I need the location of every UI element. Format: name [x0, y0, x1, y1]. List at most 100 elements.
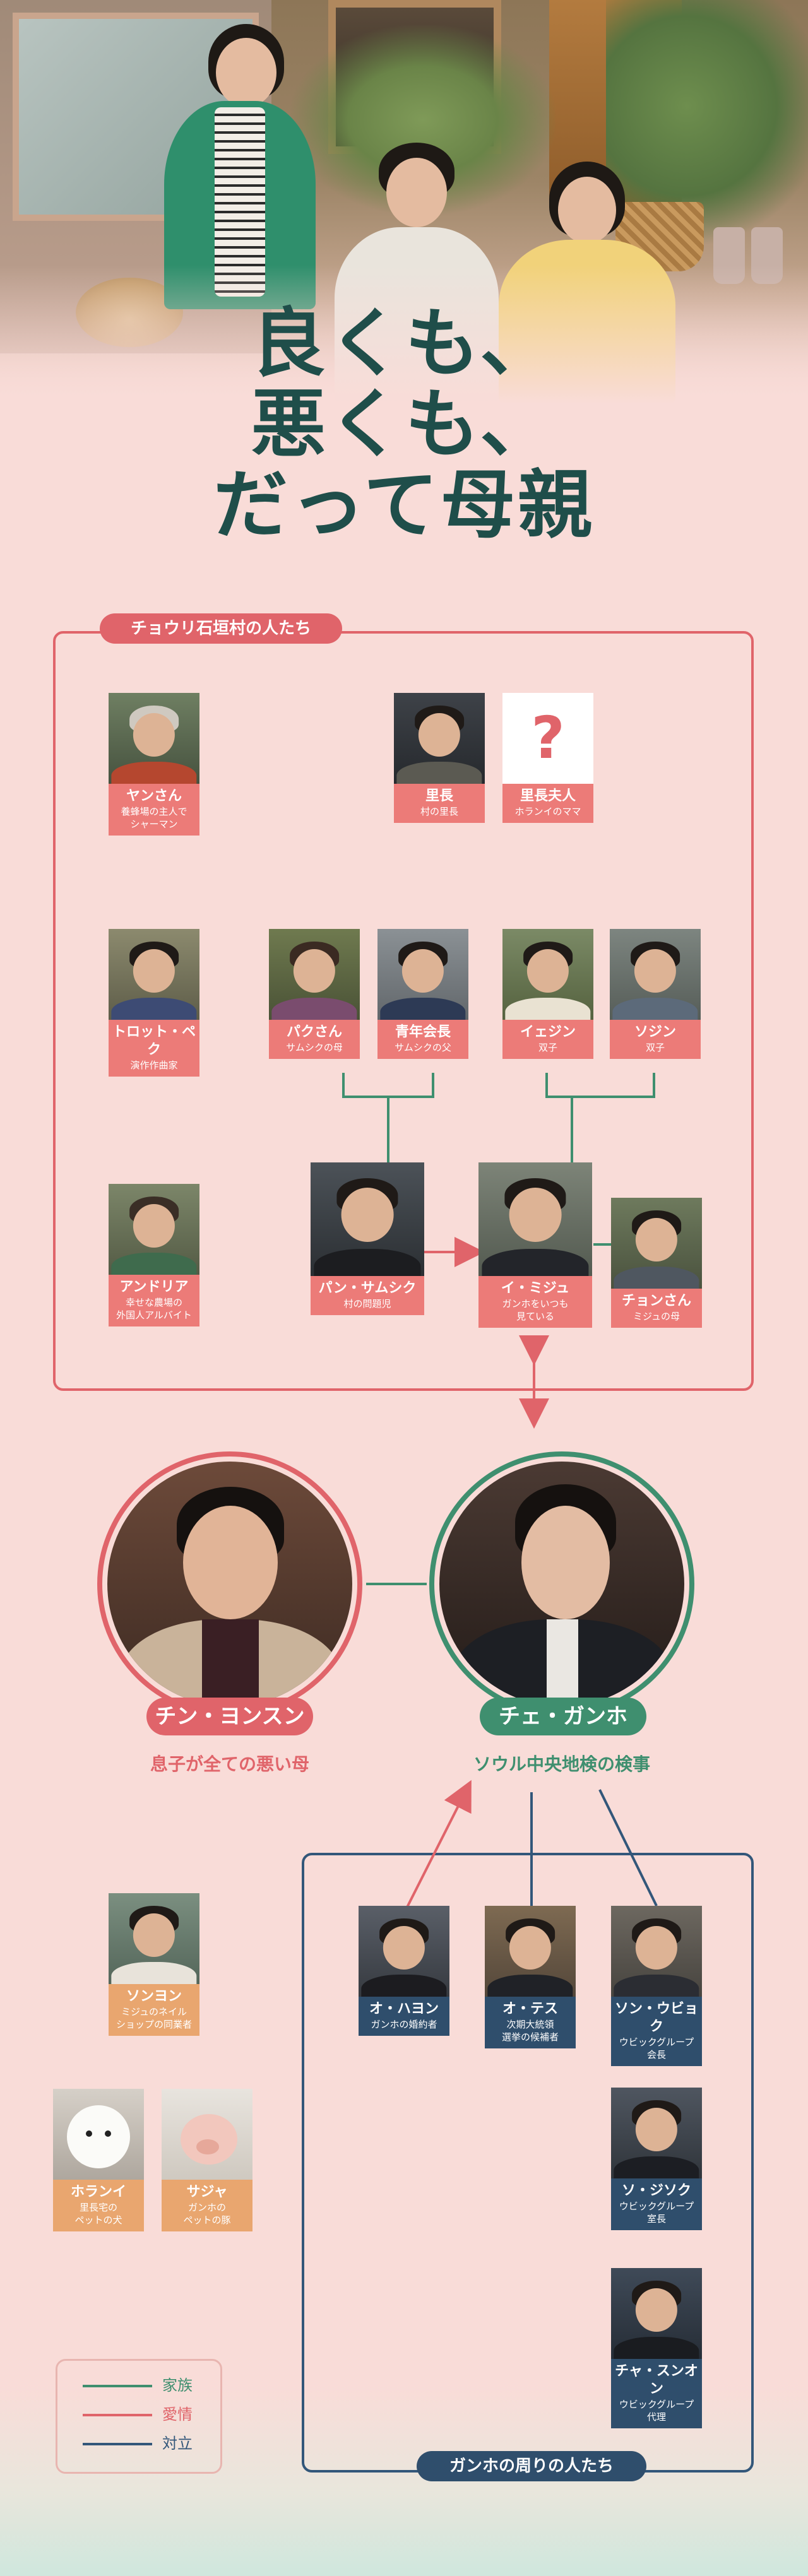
question-mark-icon: ? [502, 693, 593, 784]
character-name: トロット・ペク [112, 1024, 196, 1058]
character-role: 里長宅の ペットの犬 [74, 2202, 122, 2226]
legend-item-love: 愛情 [83, 2405, 209, 2424]
character-name: オ・テス [502, 2001, 558, 2017]
character-name: ホランイ [70, 2184, 126, 2200]
character-photo [485, 1906, 576, 1997]
character-role: ウビックグループ 代理 [619, 2399, 694, 2423]
legend-label: 家族 [162, 2377, 193, 2394]
character-name: ソンヨン [126, 1988, 182, 2004]
character-photo [109, 929, 199, 1020]
character-role: 双子 [538, 1042, 557, 1053]
character-card-andria[interactable]: アンドリア 幸せな農場の 外国人アルバイト [109, 1184, 199, 1326]
character-card-yan[interactable]: ヤンさん 養蜂場の主人で シャーマン [109, 693, 199, 836]
character-photo [109, 1893, 199, 1984]
legend-label: 愛情 [162, 2406, 193, 2423]
character-card-trot[interactable]: トロット・ペク 演作作曲家 [109, 929, 199, 1077]
character-name: チャ・スンオン [615, 2363, 698, 2397]
title-line: 悪くも、 [251, 380, 557, 468]
legend-label: 対立 [162, 2435, 193, 2452]
character-name: ヤンさん [126, 788, 182, 804]
conflict-line [598, 1789, 658, 1906]
character-photo [502, 929, 593, 1020]
ganho-group-title: ガンホの周りの人たち [417, 2451, 646, 2481]
village-group-title: チョウリ石垣村の人たち [100, 613, 342, 644]
character-card-park[interactable]: パクさん サムシクの母 [269, 929, 360, 1059]
character-photo [478, 1162, 592, 1276]
character-role: ミジュの母 [633, 1311, 680, 1322]
character-role: ガンホの ペットの豚 [183, 2202, 231, 2226]
character-photo [162, 2089, 252, 2180]
main-character-mother-role: 息子が全ての悪い母 [150, 1754, 309, 1775]
character-card-richo[interactable]: 里長 村の里長 [394, 693, 485, 823]
character-name: ソン・ウビョク [614, 2001, 698, 2035]
love-arrow [405, 1780, 472, 1909]
character-name: 青年会長 [395, 1024, 451, 1040]
title-line: だって母親 [213, 461, 595, 548]
character-photo [394, 693, 485, 784]
character-role: サムシクの母 [286, 1042, 343, 1053]
title-line: 良くも、 [251, 299, 557, 387]
character-role: 養蜂場の主人で シャーマン [121, 806, 187, 830]
character-name: ソジン [634, 1024, 676, 1040]
character-card-sojin[interactable]: ソジン 双子 [610, 929, 701, 1059]
character-photo [53, 2089, 144, 2180]
main-character-mother-photo[interactable] [97, 1451, 362, 1716]
character-card-chong[interactable]: チョンさん ミジュの母 [611, 1198, 702, 1328]
legend-item-conflict: 対立 [83, 2434, 209, 2453]
character-photo-unknown: ? [502, 693, 593, 784]
character-role: 村の里長 [420, 806, 458, 817]
character-name: チョンさん [621, 1293, 691, 1309]
character-card-richo-wife[interactable]: ? 里長夫人 ホランイのママ [502, 693, 593, 823]
character-photo [269, 929, 360, 1020]
character-card-ohayon[interactable]: オ・ハヨン ガンホの婚約者 [359, 1906, 449, 2036]
main-character-son-role: ソウル中央地検の検事 [473, 1754, 650, 1775]
character-name: 里長夫人 [520, 788, 576, 804]
character-name: イェジン [520, 1024, 576, 1040]
character-name: パクさん [286, 1024, 342, 1040]
character-card-sonyon[interactable]: ソンヨン ミジュのネイル ショップの同業者 [109, 1893, 199, 2036]
character-card-yejin[interactable]: イェジン 双子 [502, 929, 593, 1059]
character-name: サジャ [186, 2184, 228, 2200]
character-name: オ・ハヨン [369, 2001, 439, 2017]
character-photo [611, 2088, 702, 2178]
main-character-son-photo[interactable] [429, 1451, 694, 1716]
character-role: 双子 [645, 1042, 665, 1053]
character-name: アンドリア [119, 1279, 189, 1295]
family-line [545, 1073, 655, 1162]
character-card-jisok[interactable]: ソ・ジソク ウビックグループ 室長 [611, 2088, 702, 2230]
main-character-mother-name: チン・ヨンスン [146, 1698, 313, 1735]
character-role: ガンホの婚約者 [371, 2019, 437, 2030]
character-role: ミジュのネイル ショップの同業者 [116, 2006, 192, 2030]
character-photo [109, 1184, 199, 1275]
character-card-suon[interactable]: チャ・スンオン ウビックグループ 代理 [611, 2268, 702, 2428]
character-card-saja[interactable]: サジャ ガンホの ペットの豚 [162, 2089, 252, 2231]
legend: 家族 愛情 対立 [56, 2359, 222, 2474]
legend-item-family: 家族 [83, 2376, 209, 2395]
character-photo [359, 1906, 449, 1997]
character-role: ホランイのママ [514, 806, 581, 817]
character-name: 里長 [425, 788, 453, 804]
character-card-miju[interactable]: イ・ミジュ ガンホをいつも 見ている [478, 1162, 592, 1328]
character-card-otesu[interactable]: オ・テス 次期大統領 選挙の候補者 [485, 1906, 576, 2048]
character-photo [109, 693, 199, 784]
character-photo [611, 2268, 702, 2359]
character-photo [611, 1198, 702, 1289]
character-card-seinen[interactable]: 青年会長 サムシクの父 [377, 929, 468, 1059]
character-role: 幸せな農場の 外国人アルバイト [116, 1297, 192, 1321]
character-name: ソ・ジソク [621, 2183, 691, 2199]
character-card-uibyok[interactable]: ソン・ウビョク ウビックグループ 会長 [611, 1906, 702, 2066]
hero-fade [0, 265, 808, 404]
character-photo [311, 1162, 424, 1276]
village-group-frame [53, 631, 754, 1391]
character-photo [611, 1906, 702, 1997]
character-name: パン・サムシク [318, 1280, 417, 1296]
character-card-samsik[interactable]: パン・サムシク 村の問題児 [311, 1162, 424, 1315]
hero-photo [0, 0, 808, 404]
page-title: 良くも、 悪くも、 だって母親 [0, 303, 808, 545]
character-photo [377, 929, 468, 1020]
character-card-horani[interactable]: ホランイ 里長宅の ペットの犬 [53, 2089, 144, 2231]
character-photo [610, 929, 701, 1020]
character-role: 次期大統領 選挙の候補者 [501, 2019, 559, 2043]
family-line [342, 1073, 434, 1162]
